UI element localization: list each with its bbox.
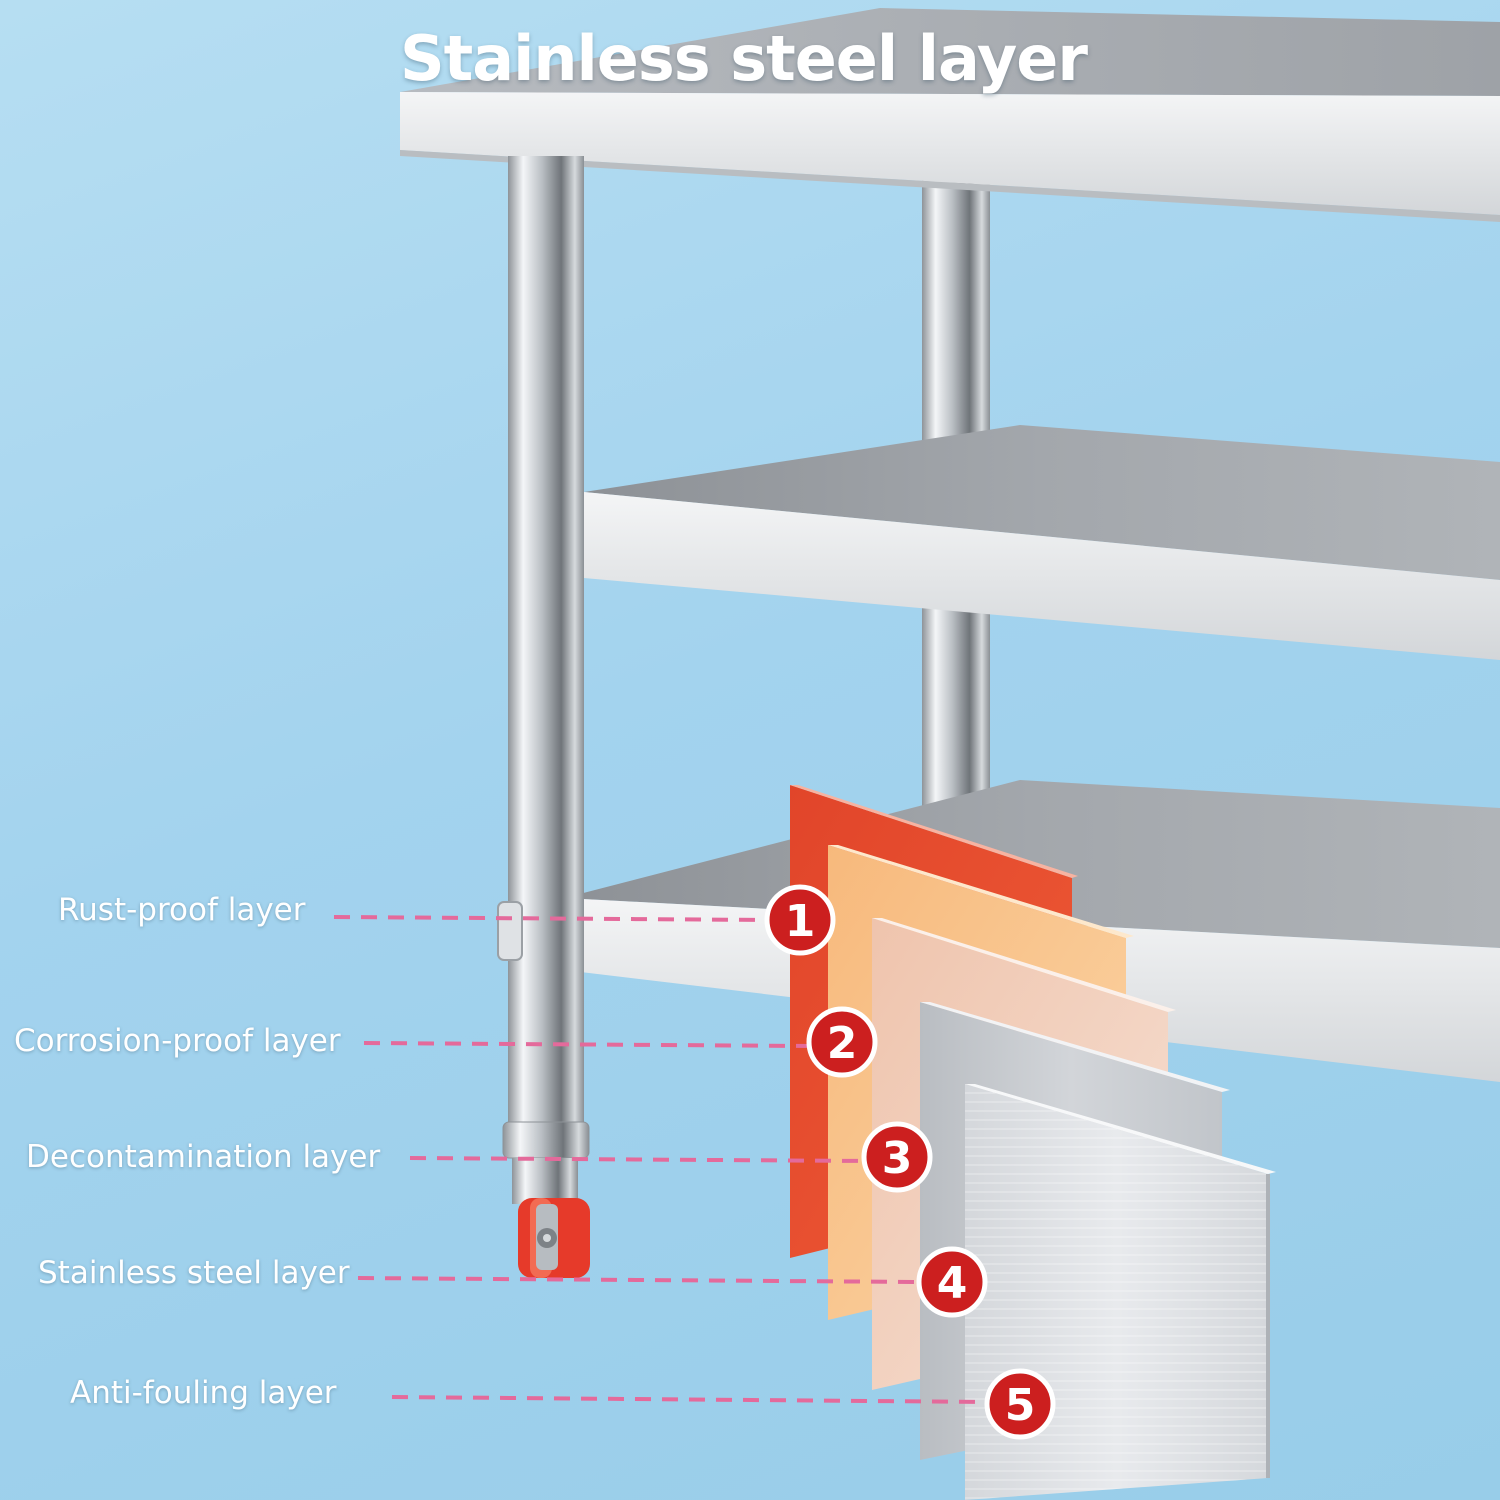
badge-3: 3 (861, 1121, 933, 1193)
caster-wheel (518, 1198, 590, 1278)
badge-2-number: 2 (827, 1018, 858, 1069)
layer-label-rust-proof: Rust-proof layer (58, 892, 306, 928)
leader-line-3 (409, 1156, 869, 1163)
leader-line-5 (391, 1395, 991, 1404)
table-top (400, 8, 1500, 222)
badge-4-number: 4 (937, 1258, 968, 1309)
front-leg (497, 156, 590, 1204)
layer-label-stainless-steel: Stainless steel layer (38, 1255, 350, 1291)
badge-1-number: 1 (785, 896, 816, 947)
badge-5: 5 (984, 1368, 1056, 1440)
badge-1: 1 (764, 884, 836, 956)
leader-line-4 (357, 1276, 923, 1284)
page-title: Stainless steel layer (400, 22, 1088, 95)
leader-line-2 (363, 1041, 813, 1048)
layer-label-decontamination: Decontamination layer (26, 1139, 381, 1175)
layer-label-corrosion-proof: Corrosion-proof layer (14, 1023, 341, 1059)
middle-shelf (584, 425, 1500, 660)
back-leg-lower (922, 608, 990, 808)
leader-lines (333, 915, 991, 1404)
badge-2: 2 (806, 1006, 878, 1078)
back-leg-upper (922, 180, 990, 450)
leader-line-1 (333, 915, 771, 922)
badge-4: 4 (916, 1246, 988, 1318)
badge-5-number: 5 (1005, 1380, 1036, 1431)
layer-label-anti-fouling: Anti-fouling layer (70, 1375, 337, 1411)
badge-3-number: 3 (882, 1133, 913, 1184)
